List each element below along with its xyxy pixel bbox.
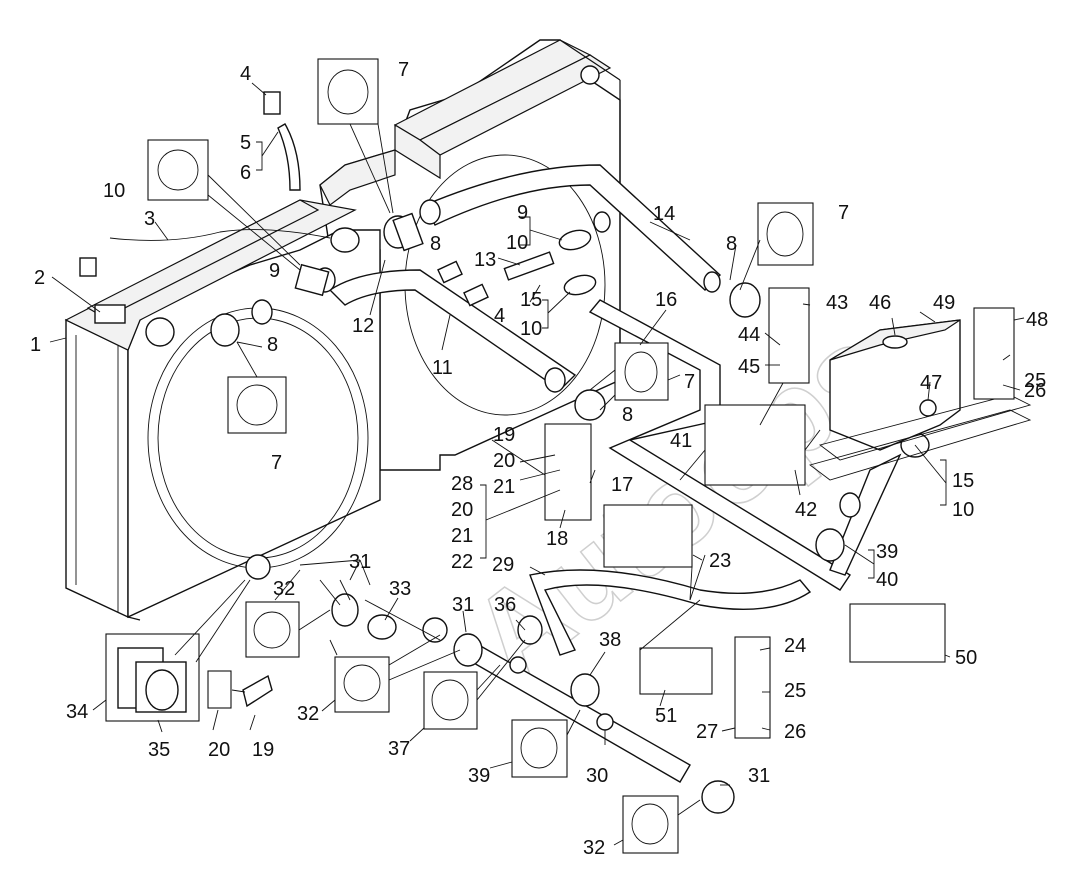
callout-26a: 26 bbox=[1024, 380, 1046, 402]
callout-39b: 39 bbox=[468, 765, 490, 787]
callout-9b: 9 bbox=[269, 260, 280, 282]
callout-20c: 20 bbox=[208, 739, 230, 761]
callout-31b: 31 bbox=[452, 594, 474, 616]
callout-19a: 19 bbox=[493, 424, 515, 446]
callout-50: 50 bbox=[955, 647, 977, 669]
callout-38: 38 bbox=[599, 629, 621, 651]
callout-20a: 20 bbox=[493, 450, 515, 472]
leader-lines bbox=[49, 82, 1025, 846]
callout-7b: 7 bbox=[838, 202, 849, 224]
callout-24: 24 bbox=[784, 635, 806, 657]
callout-48: 48 bbox=[1026, 309, 1048, 331]
callout-15b: 15 bbox=[952, 470, 974, 492]
callout-4b: 4 bbox=[494, 305, 505, 327]
callout-12: 12 bbox=[352, 315, 374, 337]
callout-51: 51 bbox=[655, 705, 677, 727]
callout-15a: 15 bbox=[520, 289, 542, 311]
callout-47: 47 bbox=[920, 372, 942, 394]
callout-8a: 8 bbox=[430, 233, 441, 255]
callout-20b: 20 bbox=[451, 499, 473, 521]
callout-49: 49 bbox=[933, 292, 955, 314]
callout-32a: 32 bbox=[273, 578, 295, 600]
callout-34: 34 bbox=[66, 701, 88, 723]
callout-40: 40 bbox=[876, 569, 898, 591]
callout-23: 23 bbox=[709, 550, 731, 572]
callout-6: 6 bbox=[240, 162, 251, 184]
callout-31a: 31 bbox=[349, 551, 371, 573]
callout-16: 16 bbox=[655, 289, 677, 311]
callout-43: 43 bbox=[826, 292, 848, 314]
callout-4a: 4 bbox=[240, 63, 251, 85]
callout-41: 41 bbox=[670, 430, 692, 452]
callout-27: 27 bbox=[696, 721, 718, 743]
callout-45: 45 bbox=[738, 356, 760, 378]
front-radiator bbox=[64, 199, 381, 621]
callout-18: 18 bbox=[546, 528, 568, 550]
callout-3: 3 bbox=[144, 208, 155, 230]
callout-46: 46 bbox=[869, 292, 891, 314]
callout-26b: 26 bbox=[784, 721, 806, 743]
callout-2: 2 bbox=[34, 267, 45, 289]
callout-25b: 25 bbox=[784, 680, 806, 702]
callout-8b: 8 bbox=[267, 334, 278, 356]
callout-36: 36 bbox=[494, 594, 516, 616]
callout-7a: 7 bbox=[398, 59, 409, 81]
callout-21a: 21 bbox=[493, 476, 515, 498]
callout-9a: 9 bbox=[517, 202, 528, 224]
callouts: 1 2 3 4 4 5 6 7 7 7 7 8 8 8 8 9 9 10 10 … bbox=[30, 59, 1048, 859]
callout-37: 37 bbox=[388, 738, 410, 760]
callout-30: 30 bbox=[586, 765, 608, 787]
callout-5: 5 bbox=[240, 132, 251, 154]
callout-21b: 21 bbox=[451, 525, 473, 547]
callout-17: 17 bbox=[611, 474, 633, 496]
callout-8d: 8 bbox=[622, 404, 633, 426]
callout-31c: 31 bbox=[748, 765, 770, 787]
callout-10a: 10 bbox=[103, 180, 125, 202]
callout-7d: 7 bbox=[684, 371, 695, 393]
callout-10c: 10 bbox=[520, 318, 542, 340]
callout-10b: 10 bbox=[506, 232, 528, 254]
callout-8c: 8 bbox=[726, 233, 737, 255]
callout-11: 11 bbox=[432, 357, 453, 379]
callout-28: 28 bbox=[451, 473, 473, 495]
callout-32c: 32 bbox=[583, 837, 605, 859]
callout-13: 13 bbox=[474, 249, 496, 271]
callout-14: 14 bbox=[653, 203, 675, 225]
callout-1: 1 bbox=[30, 334, 41, 356]
callout-7c: 7 bbox=[271, 452, 282, 474]
callout-19b: 19 bbox=[252, 739, 274, 761]
callout-33: 33 bbox=[389, 578, 411, 600]
detail-boxes bbox=[105, 58, 1015, 854]
callout-29: 29 bbox=[492, 554, 514, 576]
expansion-tank bbox=[808, 319, 1032, 481]
hose-couplings bbox=[145, 199, 930, 814]
callout-10d: 10 bbox=[952, 499, 974, 521]
callout-39a: 39 bbox=[876, 541, 898, 563]
callout-35: 35 bbox=[148, 739, 170, 761]
callout-22: 22 bbox=[451, 551, 473, 573]
callout-44: 44 bbox=[738, 324, 760, 346]
callout-25a: 25 bbox=[1024, 370, 1046, 392]
callout-32b: 32 bbox=[297, 703, 319, 725]
callout-42: 42 bbox=[795, 499, 817, 521]
